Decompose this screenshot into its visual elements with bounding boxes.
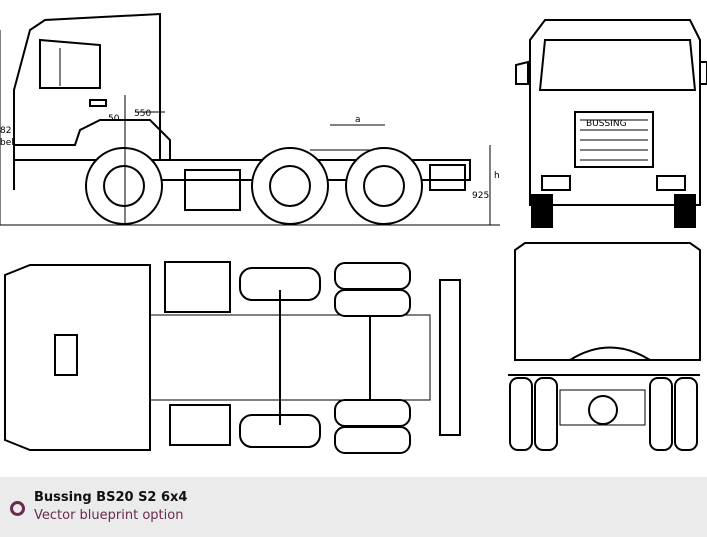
side-view: 550 50 82 bel. a h 925 xyxy=(0,12,500,226)
caption-title[interactable]: Bussing BS20 S2 6x4 xyxy=(34,490,188,505)
rear-view xyxy=(508,242,701,451)
front-view: BUSSING xyxy=(515,19,707,228)
truck-blueprint-drawing: 550 50 82 bel. a h 925 BUSSING xyxy=(0,12,707,454)
top-view xyxy=(4,261,461,454)
dim-550: 550 xyxy=(134,109,151,119)
dim-h: h xyxy=(494,171,500,181)
radio-circle-icon[interactable] xyxy=(10,501,25,516)
dim-50: 50 xyxy=(108,114,120,124)
caption-bar xyxy=(0,477,707,537)
dim-a: a xyxy=(355,115,361,125)
badge-text: BUSSING xyxy=(586,119,627,129)
dim-bel: bel. xyxy=(0,138,17,148)
dim-82: 82 xyxy=(0,126,11,136)
caption-subtitle[interactable]: Vector blueprint option xyxy=(34,508,184,523)
dim-925: 925 xyxy=(472,191,489,201)
